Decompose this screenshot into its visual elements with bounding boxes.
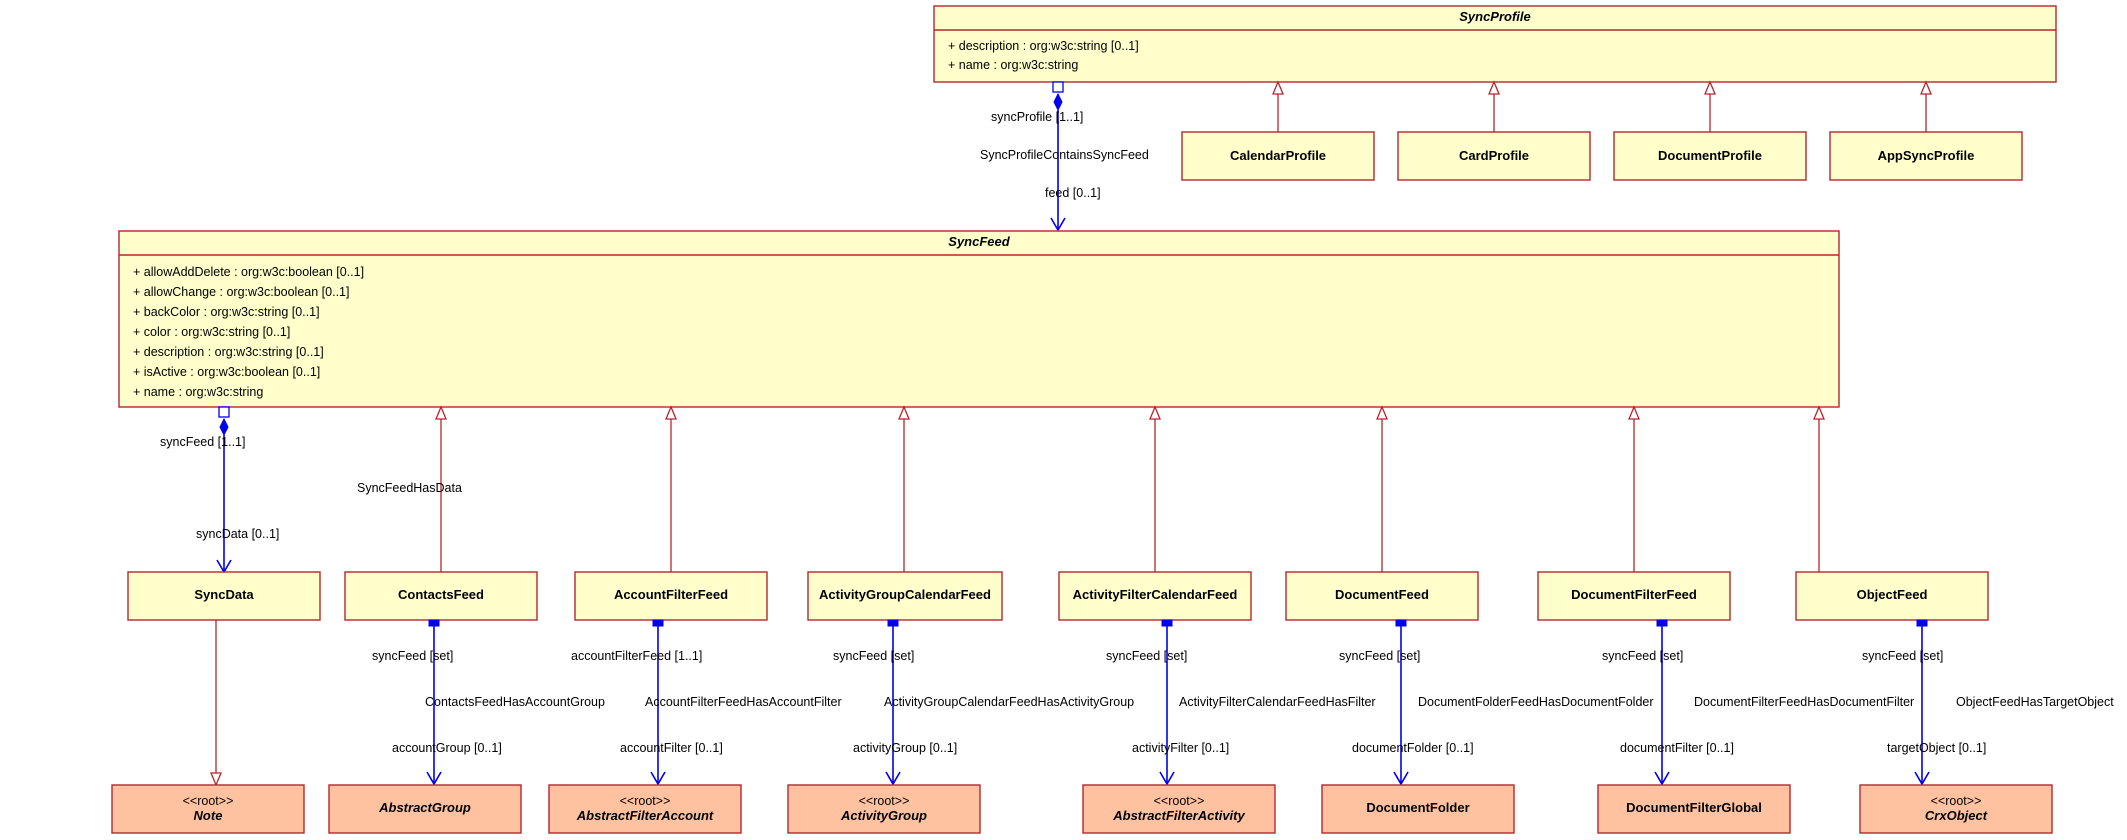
svg-text:Note: Note	[194, 808, 223, 823]
svg-text:ContactsFeed: ContactsFeed	[398, 587, 484, 602]
role-label: documentFilter [0..1]	[1620, 741, 1734, 755]
svg-text:ActivityFilterCalendarFeed: ActivityFilterCalendarFeed	[1073, 587, 1238, 602]
role-label: syncFeed [set]	[1602, 649, 1683, 663]
svg-text:SyncData: SyncData	[194, 587, 254, 602]
role-label: syncFeed [set]	[372, 649, 453, 663]
role-label: documentFolder [0..1]	[1352, 741, 1474, 755]
association-feed-data: syncFeed [1..1] SyncFeedHasData syncData…	[160, 406, 462, 574]
svg-text:AbstractFilterActivity: AbstractFilterActivity	[1112, 808, 1245, 823]
role-label: syncFeed [1..1]	[160, 435, 245, 449]
role-label: syncFeed [set]	[1106, 649, 1187, 663]
class-activity-group[interactable]: <<root>> ActivityGroup	[787, 784, 981, 834]
generalization-syncdata-note	[210, 620, 222, 787]
role-label: syncData [0..1]	[196, 527, 279, 541]
class-contacts-feed[interactable]: ContactsFeed	[344, 571, 538, 621]
svg-text:CrxObject: CrxObject	[1925, 808, 1988, 823]
svg-text:<<root>>: <<root>>	[1154, 794, 1205, 808]
class-note[interactable]: <<root>> Note	[111, 784, 305, 834]
association-label: AccountFilterFeedHasAccountFilter	[645, 695, 842, 709]
attribute: + description : org:w3c:string [0..1]	[948, 39, 1139, 53]
role-label: syncFeed [set]	[1862, 649, 1943, 663]
class-document-filter-global[interactable]: DocumentFilterGlobal	[1597, 784, 1791, 834]
association-label: ObjectFeedHasTargetObject	[1956, 695, 2114, 709]
association-label: ActivityFilterCalendarFeedHasFilter	[1179, 695, 1376, 709]
association-activity-filter: syncFeed [set] ActivityFilterCalendarFee…	[1106, 619, 1376, 786]
class-app-sync-profile[interactable]: AppSyncProfile	[1829, 131, 2023, 181]
svg-text:DocumentProfile: DocumentProfile	[1658, 148, 1762, 163]
association-profile-feed: syncProfile [1..1] SyncProfileContainsSy…	[980, 81, 1149, 232]
class-document-filter-feed[interactable]: DocumentFilterFeed	[1537, 571, 1731, 621]
role-label: accountGroup [0..1]	[392, 741, 502, 755]
attribute: + color : org:w3c:string [0..1]	[133, 325, 290, 339]
generalizations-feed	[435, 405, 1825, 572]
association-label: DocumentFolderFeedHasDocumentFolder	[1418, 695, 1654, 709]
attribute: + name : org:w3c:string	[948, 58, 1078, 72]
association-label: ActivityGroupCalendarFeedHasActivityGrou…	[884, 695, 1134, 709]
generalizations-profile	[1272, 80, 1932, 132]
svg-text:CalendarProfile: CalendarProfile	[1230, 148, 1326, 163]
association-document-folder: syncFeed [set] DocumentFolderFeedHasDocu…	[1339, 619, 1654, 786]
class-sync-profile[interactable]: SyncProfile + description : org:w3c:stri…	[933, 5, 2057, 83]
class-crx-object[interactable]: <<root>> CrxObject	[1859, 784, 2053, 834]
role-label: accountFilter [0..1]	[620, 741, 723, 755]
class-abstract-filter-activity[interactable]: <<root>> AbstractFilterActivity	[1082, 784, 1276, 834]
svg-text:AccountFilterFeed: AccountFilterFeed	[614, 587, 728, 602]
svg-text:ActivityGroupCalendarFeed: ActivityGroupCalendarFeed	[819, 587, 991, 602]
association-contacts: syncFeed [set] ContactsFeedHasAccountGro…	[372, 619, 605, 786]
role-label: feed [0..1]	[1045, 186, 1101, 200]
class-activity-filter-calendar-feed[interactable]: ActivityFilterCalendarFeed	[1058, 571, 1252, 621]
svg-text:AppSyncProfile: AppSyncProfile	[1878, 148, 1975, 163]
role-label: syncFeed [set]	[1339, 649, 1420, 663]
class-card-profile[interactable]: CardProfile	[1397, 131, 1591, 181]
svg-text:DocumentFolder: DocumentFolder	[1366, 800, 1469, 815]
svg-text:AbstractGroup: AbstractGroup	[378, 800, 471, 815]
svg-text:DocumentFilterGlobal: DocumentFilterGlobal	[1626, 800, 1762, 815]
svg-text:CardProfile: CardProfile	[1459, 148, 1529, 163]
class-activity-group-calendar-feed[interactable]: ActivityGroupCalendarFeed	[807, 571, 1003, 621]
class-document-folder[interactable]: DocumentFolder	[1321, 784, 1515, 834]
svg-text:<<root>>: <<root>>	[1931, 794, 1982, 808]
association-account: accountFilterFeed [1..1] AccountFilterFe…	[571, 619, 842, 786]
svg-text:AbstractFilterAccount: AbstractFilterAccount	[576, 808, 714, 823]
association-label: SyncProfileContainsSyncFeed	[980, 148, 1149, 162]
association-object: syncFeed [set] ObjectFeedHasTargetObject…	[1862, 619, 2114, 786]
class-sync-data[interactable]: SyncData	[127, 571, 321, 621]
role-label: accountFilterFeed [1..1]	[571, 649, 702, 663]
svg-text:<<root>>: <<root>>	[620, 794, 671, 808]
class-title: SyncFeed	[948, 234, 1010, 249]
attribute: + isActive : org:w3c:boolean [0..1]	[133, 365, 320, 379]
role-label: targetObject [0..1]	[1887, 741, 1986, 755]
class-object-feed[interactable]: ObjectFeed	[1795, 571, 1989, 621]
association-activity-group: syncFeed [set] ActivityGroupCalendarFeed…	[833, 619, 1134, 786]
role-label: activityFilter [0..1]	[1132, 741, 1229, 755]
class-title: SyncProfile	[1459, 9, 1531, 24]
association-label: DocumentFilterFeedHasDocumentFilter	[1694, 695, 1914, 709]
attribute: + name : org:w3c:string	[133, 385, 263, 399]
association-label: SyncFeedHasData	[357, 481, 462, 495]
svg-text:ActivityGroup: ActivityGroup	[840, 808, 927, 823]
attribute: + backColor : org:w3c:string [0..1]	[133, 305, 320, 319]
class-sync-feed[interactable]: SyncFeed + allowAddDelete : org:w3c:bool…	[118, 230, 1840, 408]
class-document-profile[interactable]: DocumentProfile	[1613, 131, 1807, 181]
svg-text:ObjectFeed: ObjectFeed	[1857, 587, 1928, 602]
role-label: syncFeed [set]	[833, 649, 914, 663]
attribute: + allowChange : org:w3c:boolean [0..1]	[133, 285, 349, 299]
svg-text:<<root>>: <<root>>	[859, 794, 910, 808]
svg-text:DocumentFeed: DocumentFeed	[1335, 587, 1429, 602]
svg-text:DocumentFilterFeed: DocumentFilterFeed	[1571, 587, 1697, 602]
class-document-feed[interactable]: DocumentFeed	[1285, 571, 1479, 621]
attribute: + allowAddDelete : org:w3c:boolean [0..1…	[133, 265, 364, 279]
association-label: ContactsFeedHasAccountGroup	[425, 695, 605, 709]
class-abstract-filter-account[interactable]: <<root>> AbstractFilterAccount	[548, 784, 742, 834]
role-label: syncProfile [1..1]	[991, 110, 1083, 124]
role-label: activityGroup [0..1]	[853, 741, 957, 755]
class-account-filter-feed[interactable]: AccountFilterFeed	[574, 571, 768, 621]
svg-text:<<root>>: <<root>>	[183, 794, 234, 808]
attribute: + description : org:w3c:string [0..1]	[133, 345, 324, 359]
class-calendar-profile[interactable]: CalendarProfile	[1181, 131, 1375, 181]
association-document-filter: syncFeed [set] DocumentFilterFeedHasDocu…	[1602, 619, 1914, 786]
class-abstract-group[interactable]: AbstractGroup	[328, 784, 522, 834]
